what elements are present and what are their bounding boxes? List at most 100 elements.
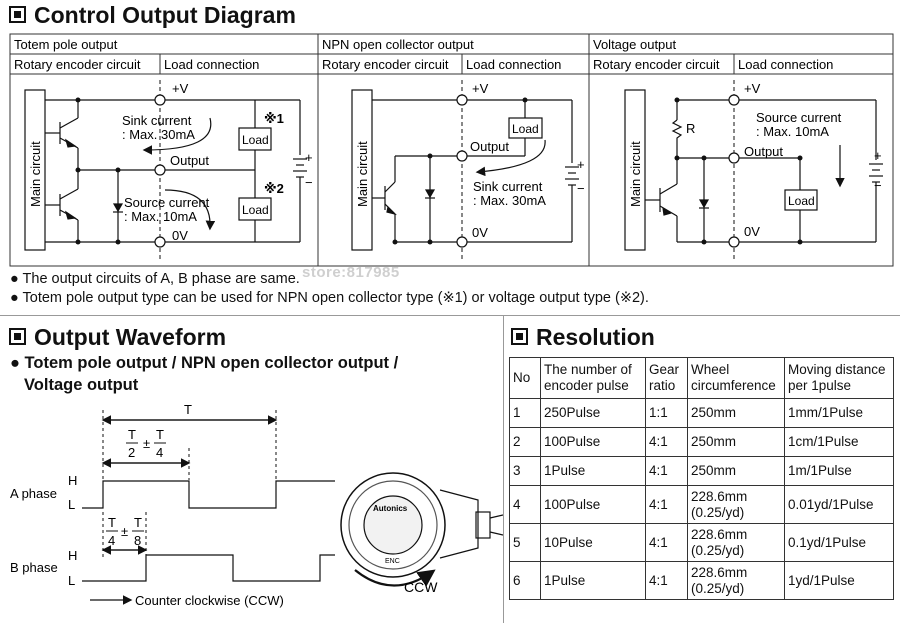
resolution-title: Resolution: [511, 324, 655, 350]
load-label: Load: [242, 203, 269, 217]
cell-wheel: 228.6mm (0.25/yd): [687, 523, 785, 562]
cell-distance: 1mm/1Pulse: [784, 398, 894, 428]
note-mark-1: ※1: [264, 111, 284, 126]
resistor-label: R: [686, 121, 695, 136]
column-header-distance: Moving distance per 1pulse: [784, 357, 894, 399]
load-label: Load: [788, 194, 815, 208]
main-circuit-label: Main circuit: [628, 141, 643, 207]
plus-v-label: +V: [744, 81, 761, 96]
table-row: 2 100Pulse 4:1 250mm 1cm/1Pulse: [509, 427, 894, 457]
output-label: Output: [744, 144, 783, 159]
zero-v-label: 0V: [472, 225, 488, 240]
source-current-label: Source current: [756, 110, 842, 125]
plus-minus: ±: [143, 436, 150, 451]
level-high: H: [68, 473, 77, 488]
column-header-pulse: The number of encoder pulse: [540, 357, 646, 399]
level-high: H: [68, 548, 77, 563]
cell-pulse: 1Pulse: [540, 561, 646, 600]
cell-no: 2: [509, 427, 541, 457]
cell-wheel: 228.6mm (0.25/yd): [687, 485, 785, 524]
column-header-wheel: Wheel circumference: [687, 357, 785, 399]
cell-gear: 4:1: [645, 561, 688, 600]
sink-current-label: Sink current: [473, 179, 543, 194]
zero-v-label: 0V: [744, 224, 760, 239]
waveform-subtitle-2: Voltage output: [24, 376, 139, 394]
cell-no: 4: [509, 485, 541, 524]
section-divider: [503, 315, 504, 623]
section-divider: [0, 315, 900, 316]
subheader-encoder-3: Rotary encoder circuit: [593, 57, 720, 72]
cell-pulse: 1Pulse: [540, 456, 646, 486]
cell-no: 3: [509, 456, 541, 486]
plus-sign: +: [305, 150, 313, 165]
plus-minus: ±: [121, 524, 128, 539]
section-square-icon: [9, 6, 26, 24]
header-totem: Totem pole output: [14, 37, 118, 52]
table-row: 5 10Pulse 4:1 228.6mm (0.25/yd) 0.1yd/1P…: [509, 523, 894, 562]
waveform-diagram: T T 2 ± T 4 A phase H L T 4 ± T 8 B phas…: [10, 402, 503, 608]
note-mark-2: ※2: [264, 181, 284, 196]
cell-wheel: 228.6mm (0.25/yd): [687, 561, 785, 600]
column-header-gear: Gear ratio: [645, 357, 688, 399]
cell-wheel: 250mm: [687, 456, 785, 486]
level-low: L: [68, 497, 75, 512]
source-current-max: : Max. 10mA: [756, 124, 829, 139]
minus-sign: −: [305, 175, 313, 190]
load-label: Load: [512, 122, 539, 136]
ccw-label: CCW: [404, 579, 438, 595]
table-row: 4 100Pulse 4:1 228.6mm (0.25/yd) 0.01yd/…: [509, 485, 894, 524]
frac-denominator: 8: [134, 533, 141, 548]
watermark: store:817985: [302, 264, 400, 281]
resolution-table: No The number of encoder pulse Gear rati…: [509, 357, 894, 600]
frac-numerator: T: [128, 427, 136, 442]
main-circuit-label: Main circuit: [355, 141, 370, 207]
frac-denominator: 4: [156, 445, 163, 460]
plus-v-label: +V: [472, 81, 489, 96]
note-same-circuit: ● The output circuits of A, B phase are …: [10, 271, 300, 287]
b-phase-label: B phase: [10, 560, 58, 575]
cell-distance: 0.01yd/1Pulse: [784, 485, 894, 524]
zero-v-label: 0V: [172, 228, 188, 243]
frac-numerator: T: [134, 515, 142, 530]
header-npn: NPN open collector output: [322, 37, 474, 52]
cell-pulse: 250Pulse: [540, 398, 646, 428]
cell-pulse: 100Pulse: [540, 485, 646, 524]
cell-pulse: 100Pulse: [540, 427, 646, 457]
table-header-row: No The number of encoder pulse Gear rati…: [509, 357, 894, 399]
note-totem-compat: ● Totem pole output type can be used for…: [10, 290, 649, 306]
control-output-title: Control Output Diagram: [9, 2, 296, 28]
cell-no: 1: [509, 398, 541, 428]
table-row: 6 1Pulse 4:1 228.6mm (0.25/yd) 1yd/1Puls…: [509, 561, 894, 600]
subheader-load-1: Load connection: [164, 57, 259, 72]
frac-numerator: T: [108, 515, 116, 530]
period-label: T: [184, 402, 192, 417]
source-current-max: : Max. 10mA: [124, 209, 197, 224]
minus-sign: −: [577, 181, 585, 196]
column-header-no: No: [509, 357, 541, 399]
table-row: 1 250Pulse 1:1 250mm 1mm/1Pulse: [509, 398, 894, 428]
ccw-note: Counter clockwise (CCW): [135, 593, 284, 608]
sink-current-max: : Max. 30mA: [122, 127, 195, 142]
cell-distance: 0.1yd/1Pulse: [784, 523, 894, 562]
cell-gear: 4:1: [645, 427, 688, 457]
cell-gear: 1:1: [645, 398, 688, 428]
cell-distance: 1yd/1Pulse: [784, 561, 894, 600]
brand-label: Autonics: [373, 504, 408, 513]
a-phase-label: A phase: [10, 486, 57, 501]
sink-current-label: Sink current: [122, 113, 192, 128]
subheader-load-2: Load connection: [466, 57, 561, 72]
plus-sign: +: [874, 148, 882, 163]
cell-distance: 1cm/1Pulse: [784, 427, 894, 457]
source-current-label: Source current: [124, 195, 210, 210]
cell-wheel: 250mm: [687, 427, 785, 457]
cell-no: 5: [509, 523, 541, 562]
header-voltage: Voltage output: [593, 37, 677, 52]
minus-sign: −: [874, 178, 882, 193]
waveform-subtitle: ● Totem pole output / NPN open collector…: [10, 354, 399, 372]
frac-denominator: 4: [108, 533, 115, 548]
cell-gear: 4:1: [645, 485, 688, 524]
section-square-icon: [9, 328, 26, 346]
main-circuit-label: Main circuit: [28, 141, 43, 207]
level-low: L: [68, 573, 75, 588]
cell-no: 6: [509, 561, 541, 600]
